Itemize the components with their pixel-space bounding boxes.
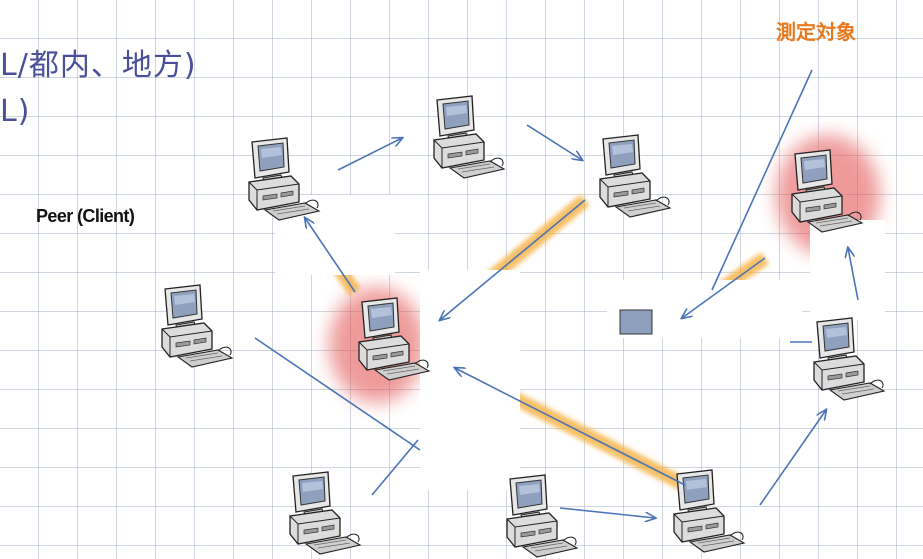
measurement-target-label: 測定対象 [776, 20, 856, 44]
peer-bottom-middle [506, 474, 578, 558]
peer-client-label: Peer (Client) [36, 206, 135, 226]
partial-peer-screen [619, 309, 653, 335]
peer-top-middle [433, 95, 505, 179]
peer-right [813, 317, 885, 401]
peer-left [161, 284, 233, 368]
title-line-2: L) [0, 94, 31, 129]
peer-bottom-right [673, 469, 745, 553]
peer-bottom-left [289, 471, 361, 555]
connection-arrows [254, 69, 859, 518]
peer-top-left [248, 137, 320, 221]
peer-top-right [599, 134, 671, 218]
title-line-1: L/都内、地方) [0, 48, 197, 83]
